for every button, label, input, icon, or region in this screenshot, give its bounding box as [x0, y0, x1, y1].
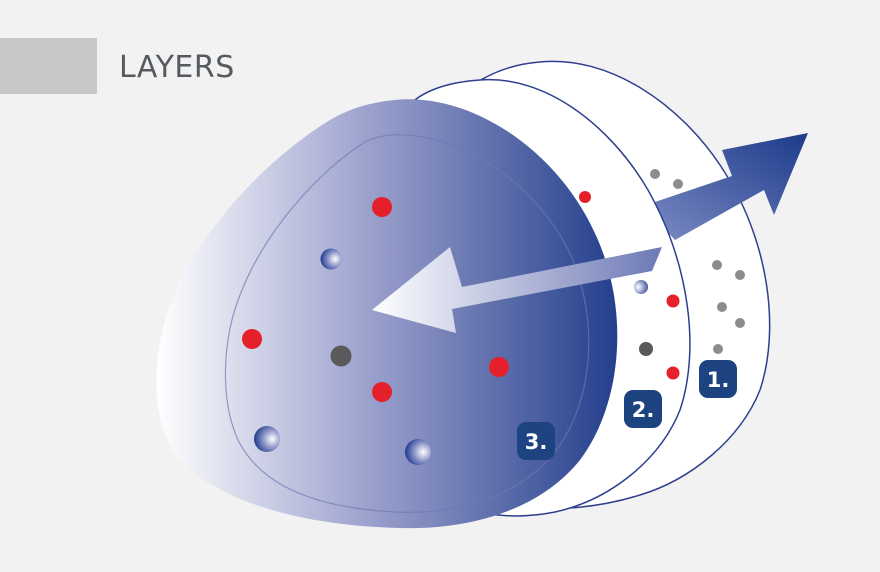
layer-2-badge-label: 2. [632, 398, 655, 422]
grey-particle [735, 270, 745, 280]
red-particle [242, 329, 262, 349]
layer-3-badge-label: 3. [525, 430, 548, 454]
red-particle [372, 382, 392, 402]
red-particle [666, 366, 680, 380]
page-title: LAYERS [119, 50, 235, 85]
grey-particle [650, 169, 660, 179]
grey-particle [673, 179, 683, 189]
dark-grey-particle [639, 342, 653, 356]
grey-particle [712, 260, 722, 270]
layer-1-badge-label: 1. [707, 368, 730, 392]
outward-arrow [643, 133, 808, 240]
layer-3-inner-outline [224, 134, 590, 513]
outward-arrow-shape [643, 133, 808, 240]
red-particle [666, 294, 680, 308]
red-particle [489, 357, 509, 377]
red-particle [372, 197, 392, 217]
red-particle [579, 191, 591, 203]
inward-arrow-shape [372, 247, 662, 333]
blue-sphere [254, 426, 280, 452]
grey-particle [717, 302, 727, 312]
layer-1-badge: 1. [699, 360, 737, 398]
blue-sphere [320, 248, 342, 270]
layer-2-badge: 2. [624, 390, 662, 428]
blue-sphere-small [634, 280, 648, 294]
dark-grey-particle [330, 345, 352, 367]
grey-particle [713, 344, 723, 354]
grey-particle [735, 318, 745, 328]
blue-sphere [405, 439, 431, 465]
layer-3-badge: 3. [517, 422, 555, 460]
inward-arrow [372, 247, 662, 333]
title-tab [0, 38, 97, 94]
